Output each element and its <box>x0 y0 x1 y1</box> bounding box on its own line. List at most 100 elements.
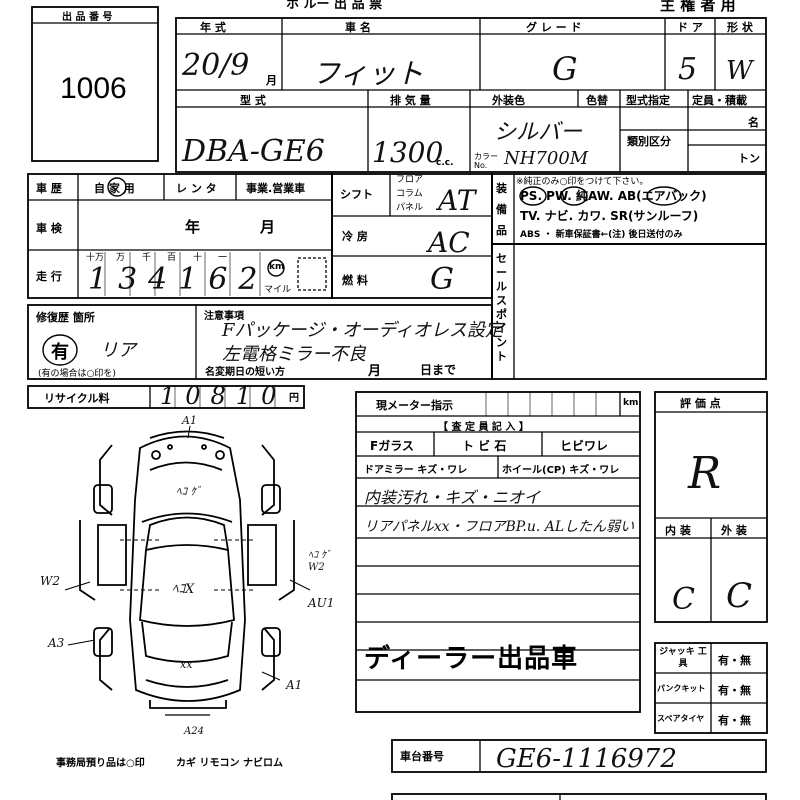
notes-label: 注意事項 <box>204 311 244 322</box>
equipment-line3: ABS ・ 新車保証書←(注) 後日送付のみ <box>520 230 683 240</box>
sale-points-label: セールスポイント <box>496 252 507 363</box>
exterior-label: 外 装 <box>721 524 747 537</box>
capacity-label: 定員・積載 <box>692 94 747 107</box>
mile-label: マイル <box>264 285 292 295</box>
repair-label: 修復歴 箇所 <box>36 311 95 324</box>
diagram-mark-front: A1 <box>182 414 197 427</box>
chassis-value: GE6-1116972 <box>496 744 677 774</box>
score-value: R <box>688 448 722 499</box>
door-value: 5 <box>678 52 698 87</box>
cc-unit: c.c. <box>436 158 454 168</box>
diagram-mark-left-rear: A3 <box>48 636 65 650</box>
notes-line2: 左電格ミラー不良 <box>222 344 366 365</box>
chassis-label: 車台番号 <box>400 750 444 763</box>
comment-line2: リアパネルxx・フロアBP.u. ALしたん弱い <box>364 519 635 535</box>
notes-month-mark: 月 <box>368 364 382 379</box>
office-items: カギ リモコン ナビロム <box>176 758 283 769</box>
digit-label-100: 百 <box>167 253 177 263</box>
capacity-unit-ton: トン <box>738 152 760 165</box>
office-note: 事務局預り品は○印 <box>56 758 145 769</box>
mileage-value: 134162 <box>88 262 269 297</box>
meter-unit: km <box>623 398 639 408</box>
shift-value: AT <box>438 184 476 217</box>
color-value: シルバー <box>494 120 583 145</box>
jack-label: ジャッキ 工具 <box>659 647 707 669</box>
shift-label: シフト <box>340 188 373 201</box>
jack-option: 有・無 <box>718 654 751 667</box>
displacement-value: 1300 <box>372 136 444 169</box>
door-label: ド ア <box>677 21 703 34</box>
lot-number: 1006 <box>60 72 127 105</box>
digit-label-10: 十 <box>193 253 203 263</box>
vehicle-diagram <box>79 430 295 716</box>
ac-value: AC <box>428 226 470 259</box>
comment-line1: 内装汚れ・キズ・ニオイ <box>364 488 541 507</box>
repair-circle <box>42 334 78 366</box>
name-label: 車 名 <box>345 21 371 34</box>
shift-option-column: コラム <box>396 189 423 199</box>
year-label: 年 式 <box>200 21 226 34</box>
shape-value: W <box>726 56 753 86</box>
equipment-label: 装 備 品 <box>496 182 507 237</box>
repair-detail: リア <box>100 340 136 361</box>
top-title: ホ ルー 出 品 票 <box>286 0 383 12</box>
notes-deadline-label: 名変期日の短い方 <box>205 367 285 378</box>
month-mark: 月 <box>266 74 277 87</box>
glass-label: Fガラス <box>370 439 414 453</box>
lot-number-label: 出 品 番 号 <box>62 12 113 23</box>
capacity-unit-person: 名 <box>748 116 759 129</box>
diagram-mark-hood: ﾍｺ ｹﾞ <box>176 485 202 498</box>
notes-line1: Fパッケージ・オーディオレス設定 <box>222 320 503 341</box>
recycle-label: リサイクル料 <box>44 392 110 405</box>
name-value: フィット <box>312 57 424 90</box>
chip-label: ト ビ 石 <box>462 439 507 453</box>
km-label: km <box>269 262 285 272</box>
color-no-label: カラー No. <box>474 152 498 170</box>
recycle-value: 10810 <box>160 382 287 410</box>
model-label: 型 式 <box>240 94 266 107</box>
recycle-unit: 円 <box>289 393 299 404</box>
diagram-mark-trunk: xx <box>180 658 193 671</box>
meter-label: 現メーター指示 <box>376 399 453 412</box>
grade-label: グ レ ー ド <box>526 21 582 34</box>
displacement-label: 排 気 量 <box>390 94 431 107</box>
diagram-mark-roof: ﾍｺX <box>172 582 195 597</box>
history-label: 車 歴 <box>36 182 62 195</box>
inspection-label: 車 検 <box>36 222 62 235</box>
equipment-line2: TV. ナビ. カワ. SR(サンルーフ) <box>520 209 699 223</box>
crack-label: ヒビワレ <box>560 439 609 453</box>
type-spec-label: 型式指定 <box>626 94 670 107</box>
inspection-month-mark: 月 <box>260 218 276 236</box>
diagram-mark-left-door: W2 <box>40 574 60 588</box>
ac-label: 冷 房 <box>342 230 368 243</box>
digit-label-1k: 千 <box>142 253 152 263</box>
exterior-value: C <box>726 576 753 616</box>
class-label: 類別区分 <box>627 135 671 148</box>
year-value: 20/9 <box>182 48 250 83</box>
diagram-mark-right-door: ﾍｺ ｹﾞ W2 <box>308 550 332 573</box>
shape-label: 形 状 <box>727 21 753 34</box>
exterior-color-label: 外装色 <box>492 94 525 107</box>
digit-label-1: 一 <box>218 253 228 263</box>
inspection-year-mark: 年 <box>185 218 201 236</box>
shift-option-floor: フロア <box>396 175 424 185</box>
digit-label-100k: 十万 <box>86 253 105 263</box>
digit-label-10k: 万 <box>116 253 126 263</box>
interior-value: C <box>672 582 695 617</box>
color-no-value: NH700M <box>504 148 589 169</box>
mileage-label: 走 行 <box>36 270 62 283</box>
usage-circle <box>107 177 127 197</box>
equipment-note: ※純正のみ○印をつけて下さい。 <box>516 177 649 187</box>
diagram-mark-rear-bumper: A24 <box>184 726 204 737</box>
interior-label: 内 装 <box>665 524 691 537</box>
repair-value: 有 <box>51 342 69 363</box>
repair-note: (有の場合は○印を) <box>38 369 116 379</box>
usage-options: 自 家 用 <box>94 182 135 195</box>
diagram-mark-right-rear: A1 <box>286 678 303 692</box>
spare-tire-label: スペアタイヤ <box>657 714 705 723</box>
grade-value: G <box>552 50 578 88</box>
color-change-label: 色替 <box>586 94 608 107</box>
model-value: DBA-GE6 <box>182 134 325 169</box>
puncture-kit-option: 有・無 <box>718 684 751 697</box>
business-option: 事業.営業車 <box>246 182 306 195</box>
